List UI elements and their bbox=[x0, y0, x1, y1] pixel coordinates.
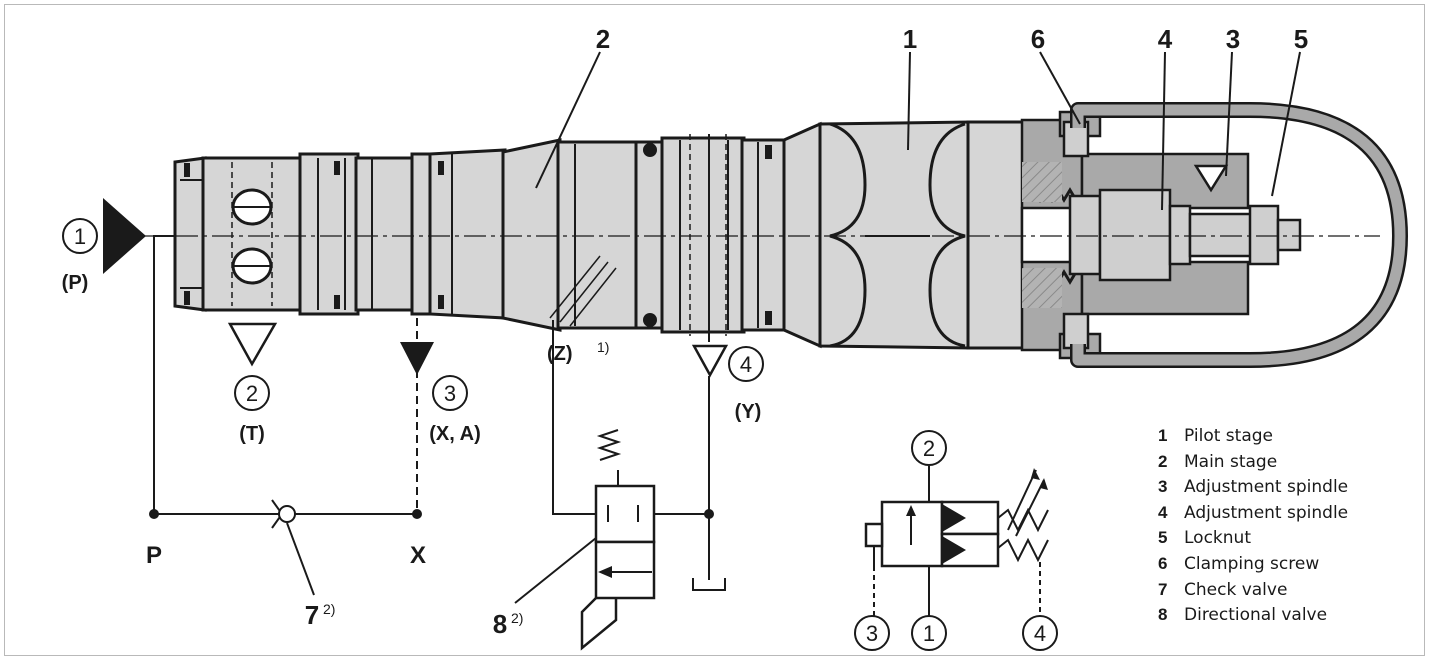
legend-item: 2 Main stage bbox=[1158, 449, 1423, 475]
directional-valve-symbol bbox=[580, 429, 656, 651]
port-t-triangle bbox=[227, 322, 278, 367]
legend-label: Adjustment spindle bbox=[1184, 477, 1349, 498]
callout-5: 5 bbox=[1294, 24, 1308, 54]
diagram-frame bbox=[4, 4, 1425, 656]
legend-number: 1 bbox=[1158, 426, 1168, 445]
legend-label: Directional valve bbox=[1184, 605, 1328, 626]
groove-lines bbox=[180, 140, 759, 330]
port-y-number: 4 bbox=[740, 352, 752, 377]
symbol-port-right: 4 bbox=[1034, 621, 1046, 646]
port-y-triangle bbox=[691, 344, 729, 378]
legend-number: 5 bbox=[1158, 528, 1168, 548]
symbol-port-left: 3 bbox=[866, 621, 878, 646]
legend-item: 6 Clamping screw bbox=[1158, 551, 1423, 577]
legend-label: Clamping screw bbox=[1184, 553, 1320, 574]
callout-4: 4 bbox=[1158, 24, 1173, 54]
relief-valve-symbol bbox=[864, 500, 1000, 568]
legend-item: 7 Check valve bbox=[1158, 577, 1423, 603]
legend-label: Adjustment spindle bbox=[1184, 502, 1349, 523]
pilot-stage-section bbox=[1020, 110, 1302, 360]
callout-6: 6 bbox=[1031, 24, 1045, 54]
legend-label: Main stage bbox=[1184, 451, 1278, 472]
junction-dots bbox=[149, 509, 714, 519]
pilot-stage-body bbox=[966, 120, 1026, 350]
port-z-label: (Z) bbox=[547, 343, 573, 365]
port-p-label: (P) bbox=[62, 272, 89, 294]
legend-item: 1 Pilot stage bbox=[1158, 423, 1423, 449]
port-circles bbox=[62, 218, 1058, 651]
callout-3: 3 bbox=[1226, 24, 1240, 54]
port-xa-number: 3 bbox=[444, 381, 456, 406]
pilot-stage-hex bbox=[818, 120, 972, 350]
legend-label: Pilot stage bbox=[1184, 426, 1273, 446]
main-stage-body bbox=[173, 121, 822, 349]
legend-number: 2 bbox=[1158, 451, 1168, 471]
legend-number: 7 bbox=[1158, 579, 1168, 599]
port-p-number: 1 bbox=[74, 224, 86, 249]
callout-7: 7 bbox=[305, 600, 319, 630]
callout-8: 8 bbox=[493, 609, 507, 639]
port-z-footnote: 1) bbox=[597, 339, 609, 355]
junction-x-label: X bbox=[410, 542, 426, 569]
legend-item: 3 Adjustment spindle bbox=[1158, 474, 1423, 500]
seal-rings bbox=[184, 143, 772, 327]
port-t-label: (T) bbox=[239, 423, 265, 445]
check-valve-symbol bbox=[271, 499, 296, 529]
legend-number: 4 bbox=[1158, 502, 1168, 522]
port-x-triangle bbox=[400, 342, 434, 375]
legend-number: 6 bbox=[1158, 553, 1168, 573]
legend-item: 8 Directional valve bbox=[1158, 602, 1423, 628]
callout-8-footnote: 2) bbox=[511, 610, 523, 626]
callout-2: 2 bbox=[596, 24, 610, 54]
port-y-label: (Y) bbox=[735, 401, 762, 423]
symbol-port-bottom: 1 bbox=[923, 621, 935, 646]
junction-p-label: P bbox=[146, 542, 162, 569]
port-xa-label: (X, A) bbox=[429, 423, 480, 445]
symbol-port-top: 2 bbox=[923, 436, 935, 461]
legend-number: 8 bbox=[1158, 605, 1168, 625]
legend-item: 4 Adjustment spindle bbox=[1158, 500, 1423, 526]
legend-label: Check valve bbox=[1184, 579, 1288, 600]
port-p-arrow bbox=[103, 198, 146, 274]
callout-7-footnote: 2) bbox=[323, 601, 335, 617]
legend-label: Locknut bbox=[1184, 528, 1251, 549]
legend-number: 3 bbox=[1158, 477, 1168, 497]
port-t-number: 2 bbox=[246, 381, 258, 406]
callout-1: 1 bbox=[903, 24, 917, 54]
legend-item: 5 Locknut bbox=[1158, 525, 1423, 551]
